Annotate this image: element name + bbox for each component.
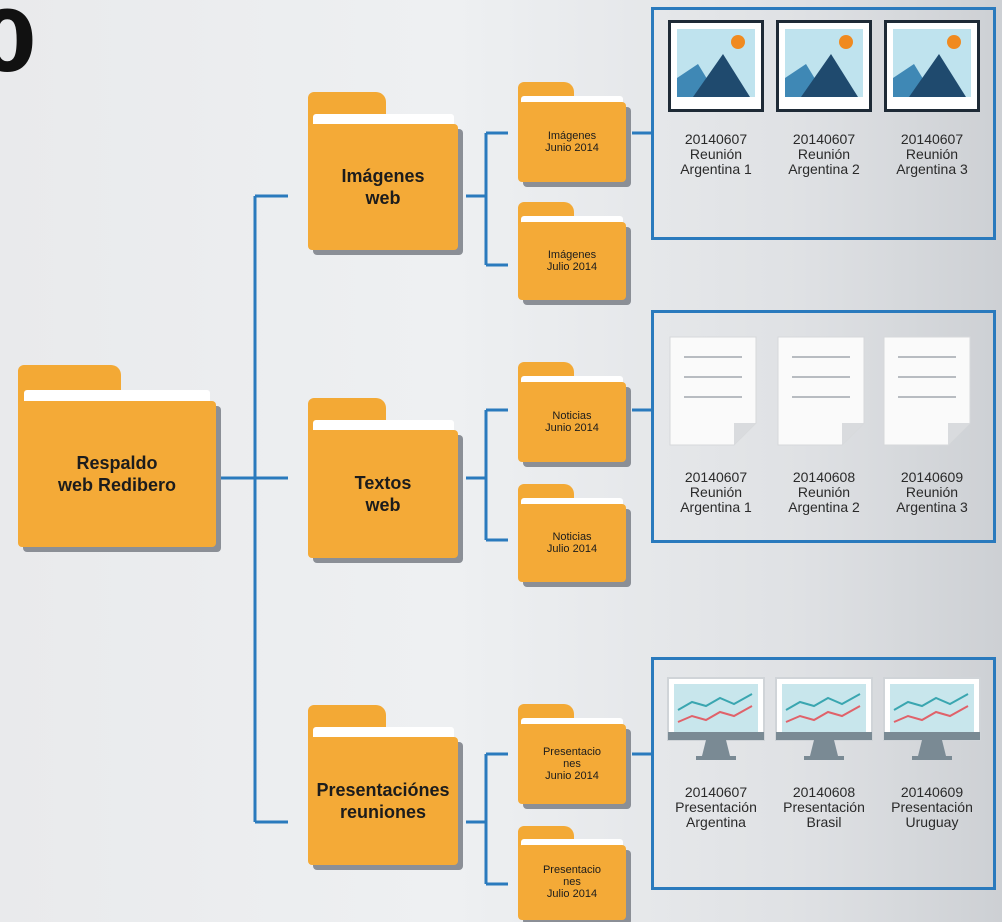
monitor-chart-icon: [667, 677, 765, 760]
root-folder-label: Respaldo web Redibero: [57, 453, 177, 496]
image-file-1[interactable]: [668, 20, 764, 112]
folder-imagenes-web[interactable]: Imágenes web: [308, 92, 458, 250]
document-file-3[interactable]: [882, 335, 972, 447]
file-caption: 20140607 Reunión Argentina 1: [680, 469, 752, 515]
file-caption: 20140609 Reunión Argentina 3: [896, 469, 968, 515]
subfolder-label: Noticias Julio 2014: [546, 530, 598, 555]
presentation-file-3[interactable]: [882, 676, 982, 764]
monitor-chart-icon: [883, 677, 981, 760]
image-file-2[interactable]: [776, 20, 872, 112]
file-caption: 20140607 Presentación Argentina: [675, 784, 757, 830]
subfolder-presentaciones-junio[interactable]: Presentacio nes Junio 2014: [518, 704, 626, 804]
monitor-chart-icon: [775, 677, 873, 760]
file-caption: 20140608 Presentación Brasil: [783, 784, 865, 830]
document-file-2[interactable]: [776, 335, 866, 447]
corner-glyph: 0: [0, 0, 37, 90]
subfolder-noticias-julio[interactable]: Noticias Julio 2014: [518, 484, 626, 582]
presentation-file-1[interactable]: [666, 676, 766, 764]
subfolder-label: Imágenes Junio 2014: [545, 130, 599, 154]
file-caption: 20140607 Reunión Argentina 2: [788, 131, 860, 177]
document-page-icon: [777, 336, 865, 446]
file-caption: 20140609 Presentación Uruguay: [891, 784, 973, 830]
subfolder-label: Imágenes Julio 2014: [546, 248, 598, 273]
document-page-icon: [883, 336, 971, 446]
file-caption: 20140607 Reunión Argentina 1: [680, 131, 752, 177]
root-folder[interactable]: Respaldo web Redibero: [18, 365, 216, 547]
file-caption: 20140608 Reunión Argentina 2: [788, 469, 860, 515]
subfolder-label: Presentacio nes Junio 2014: [542, 746, 602, 782]
landscape-photo-icon: [776, 20, 872, 112]
subfolder-label: Presentacio nes Julio 2014: [542, 864, 602, 901]
landscape-photo-icon: [668, 20, 764, 112]
subfolder-imagenes-junio[interactable]: Imágenes Junio 2014: [518, 82, 626, 182]
subfolder-presentaciones-julio[interactable]: Presentacio nes Julio 2014: [518, 826, 626, 920]
document-page-icon: [669, 336, 757, 446]
document-file-1[interactable]: [668, 335, 758, 447]
panel-presentaciones: 20140607 Presentación Argentina 20140608…: [651, 657, 996, 890]
file-caption: 20140607 Reunión Argentina 3: [896, 131, 968, 177]
image-file-3[interactable]: [884, 20, 980, 112]
landscape-photo-icon: [884, 20, 980, 112]
folder-label: Textos web: [354, 473, 412, 515]
folder-label: Presentaciónes reuniones: [316, 780, 450, 822]
panel-imagenes: 20140607 Reunión Argentina 1 20140607 Re…: [651, 7, 996, 240]
folder-textos-web[interactable]: Textos web: [308, 398, 458, 558]
subfolder-imagenes-julio[interactable]: Imágenes Julio 2014: [518, 202, 626, 300]
folder-label: Imágenes web: [341, 165, 425, 208]
subfolder-label: Noticias Junio 2014: [545, 410, 599, 434]
panel-textos: 20140607 Reunión Argentina 1 20140608 Re…: [651, 310, 996, 543]
folder-presentaciones-reuniones[interactable]: Presentaciónes reuniones: [308, 705, 458, 865]
subfolder-noticias-junio[interactable]: Noticias Junio 2014: [518, 362, 626, 462]
presentation-file-2[interactable]: [774, 676, 874, 764]
